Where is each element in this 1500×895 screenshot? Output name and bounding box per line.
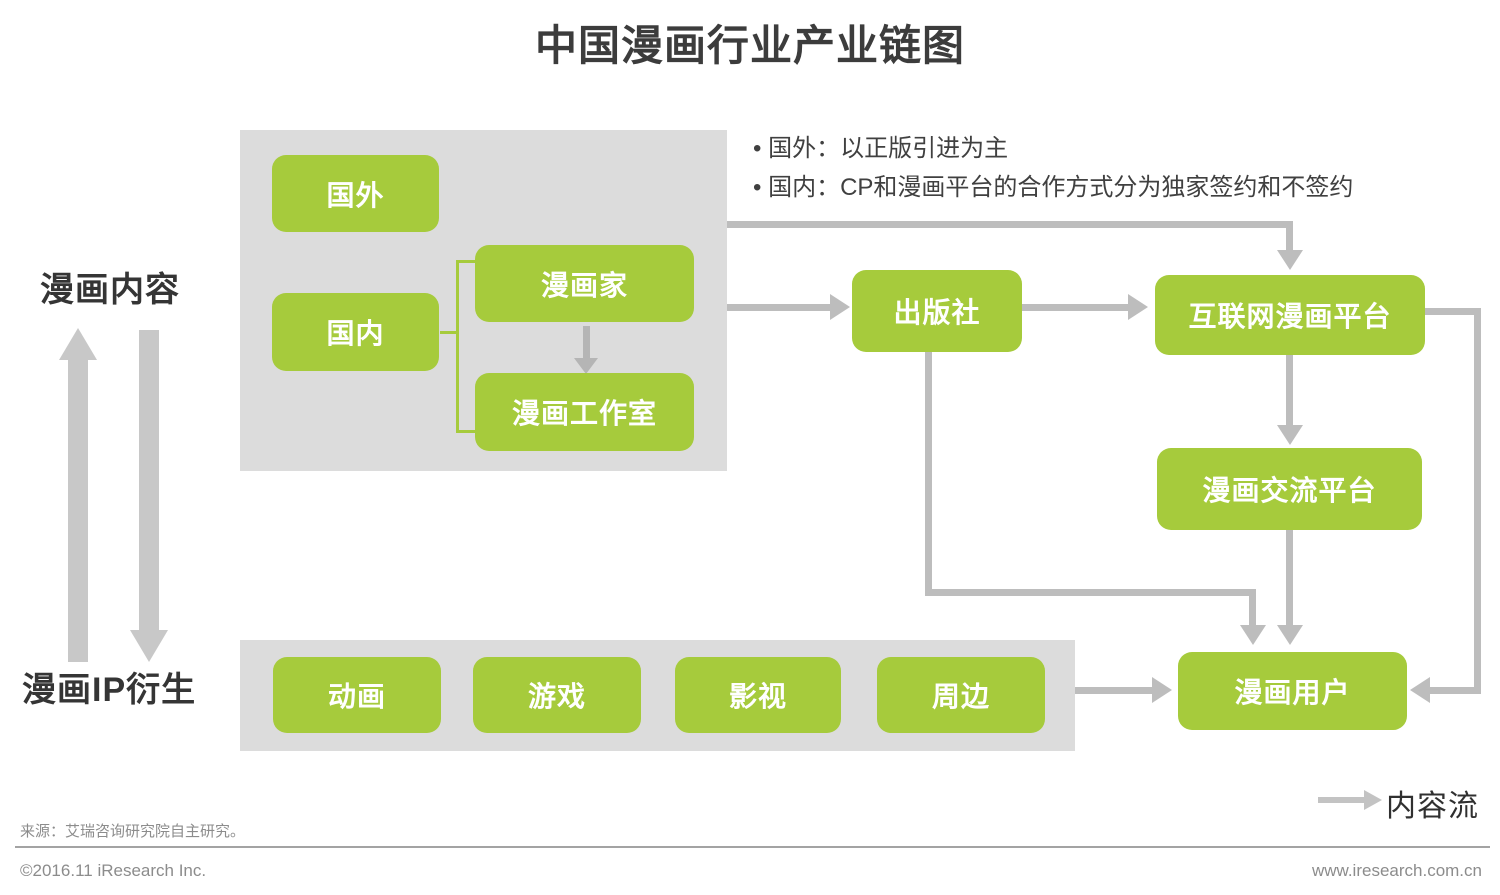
legend-arrow-icon: [1318, 797, 1364, 803]
footer-divider: [15, 846, 1490, 848]
legend-label: 内容流: [1386, 790, 1479, 823]
node-online-comic-platform: 互联网漫画平台: [1155, 275, 1425, 355]
node-film-tv: 影视: [675, 657, 841, 733]
node-domestic: 国内: [272, 293, 439, 371]
page-title: 中国漫画行业产业链图: [534, 22, 965, 69]
node-overseas: 国外: [272, 155, 439, 232]
website-url: www.iresearch.com.cn: [1311, 861, 1482, 880]
note-overseas: • 国外：以正版引进为主: [753, 135, 1009, 162]
node-publisher: 出版社: [852, 270, 1022, 352]
label-comic-ip-derivative: 漫画IP衍生: [22, 671, 197, 709]
node-cartoonist: 漫画家: [475, 245, 694, 322]
label-comic-content: 漫画内容: [40, 271, 180, 309]
source-note: 来源：艾瑞咨询研究院自主研究。: [20, 823, 246, 840]
copyright-text: ©2016.11 iResearch Inc.: [20, 861, 207, 880]
node-merchandise: 周边: [877, 657, 1045, 733]
node-comic-studio: 漫画工作室: [475, 373, 694, 451]
note-domestic: • 国内：CP和漫画平台的合作方式分为独家签约和不签约: [753, 174, 1354, 201]
notes-list: • 国外：以正版引进为主 • 国内：CP和漫画平台的合作方式分为独家签约和不签约: [753, 129, 1353, 207]
node-comic-exchange-platform: 漫画交流平台: [1157, 448, 1422, 530]
node-comic-user: 漫画用户: [1178, 652, 1407, 730]
node-game: 游戏: [473, 657, 641, 733]
node-animation: 动画: [273, 657, 441, 733]
